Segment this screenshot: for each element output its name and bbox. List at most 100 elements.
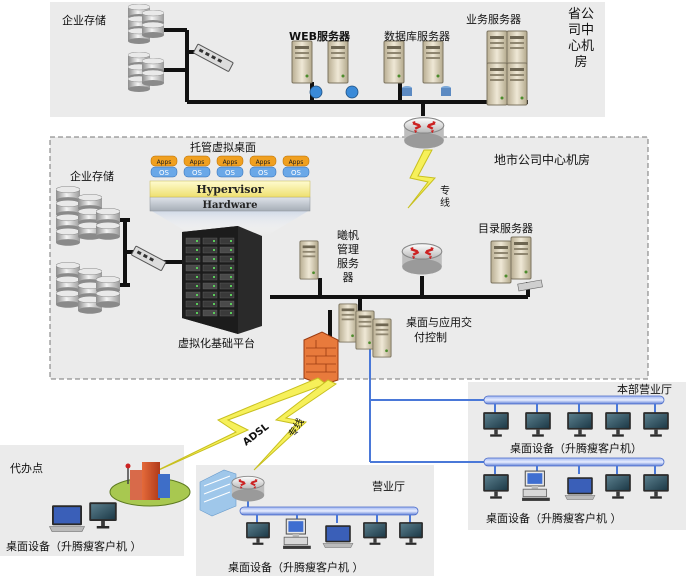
vm-apps-label: Apps	[190, 159, 205, 166]
xiyun-server-icon	[299, 240, 319, 280]
rack-led	[230, 258, 232, 260]
rack-led	[213, 294, 215, 296]
rack-slot	[185, 291, 201, 299]
rack-slot	[185, 246, 201, 254]
main-hall-lan-pipe-2	[483, 457, 665, 467]
rack-slot	[219, 255, 235, 263]
business-server-icon	[486, 30, 528, 106]
province-router-icon	[402, 116, 446, 150]
virtual-desktop-stack	[149, 180, 311, 235]
main-hall-title: 本部营业厅	[617, 383, 672, 396]
rack-slot	[219, 237, 235, 245]
rack-led	[213, 240, 215, 242]
directory-server-label: 目录服务器	[478, 222, 533, 235]
vm-os-tile	[183, 166, 211, 178]
rack-led	[230, 312, 232, 314]
hall-building-icon	[199, 469, 237, 517]
vm-apps-tile	[150, 155, 178, 167]
main-hall-lan-pipe-1	[483, 395, 665, 405]
hardware-label: Hardware	[203, 200, 258, 211]
rack-led	[230, 285, 232, 287]
main-hall-device-label-1: 桌面设备（升腾瘦客户机）	[510, 442, 642, 455]
database-server-label: 数据库服务器	[384, 30, 450, 43]
city-storage-label: 企业存储	[70, 170, 114, 183]
city-router-icon	[400, 242, 444, 276]
vm-apps-tile	[216, 155, 244, 167]
city-dedicated-line-label: 专线	[440, 186, 450, 209]
rack-slot	[185, 300, 201, 308]
virtualization-rack-icon	[182, 226, 262, 334]
agent-laptop-icon	[49, 504, 85, 532]
vm-os-label: OS	[225, 169, 236, 177]
web-server-label: WEB服务器	[289, 30, 351, 43]
rack-slot	[202, 273, 218, 281]
rack-led	[196, 294, 198, 296]
vm-apps-label: Apps	[157, 159, 172, 166]
vm-os-tile	[216, 166, 244, 178]
rack-led	[196, 276, 198, 278]
vm-os-tile	[150, 166, 178, 178]
rack-led	[230, 249, 232, 251]
platform-label: 虚拟化基础平台	[178, 337, 255, 350]
rack-led	[213, 303, 215, 305]
database-server-icon	[383, 40, 451, 96]
rack-slot	[202, 264, 218, 272]
xiyun-server-label: 曦帆管理服务器	[337, 229, 359, 284]
agent-building-icon	[109, 462, 191, 507]
vm-os-label: OS	[291, 169, 302, 177]
directory-server-icon	[490, 236, 543, 292]
rack-led	[213, 249, 215, 251]
rack-led	[196, 312, 198, 314]
business-server-label: 业务服务器	[466, 13, 521, 26]
hypervisor-label: Hypervisor	[196, 183, 263, 196]
rack-slot	[185, 282, 201, 290]
rack-slot	[219, 300, 235, 308]
lan-wires	[369, 340, 484, 463]
dedicated-line-bolt	[407, 149, 437, 209]
rack-slot	[219, 264, 235, 272]
city-switch-icon	[131, 245, 167, 271]
province-room-label: 省公司中心机房	[567, 7, 594, 70]
vm-os-tile	[249, 166, 277, 178]
rack-slot	[219, 282, 235, 290]
vm-apps-label: Apps	[289, 159, 304, 166]
vm-apps-tile	[249, 155, 277, 167]
vm-apps-tile	[183, 155, 211, 167]
province-storage-label: 企业存储	[62, 14, 106, 27]
rack-slot	[202, 309, 218, 317]
city-backbone	[115, 218, 530, 345]
rack-led	[230, 240, 232, 242]
city-room-label: 地市公司中心机房	[494, 153, 591, 167]
firewall-icon	[303, 331, 339, 386]
delivery-label-line-1: 桌面与应用交	[406, 316, 472, 329]
rack-led	[213, 312, 215, 314]
vm-apps-label: Apps	[256, 159, 271, 166]
rack-slot	[185, 309, 201, 317]
main-hall-device-label-2: 桌面设备（升腾瘦客户机 ）	[486, 512, 622, 525]
rack-slot	[202, 300, 218, 308]
rack-led	[213, 285, 215, 287]
vm-apps-tile	[282, 155, 310, 167]
hall-lan-pipe	[239, 506, 419, 516]
rack-led	[230, 276, 232, 278]
rack-slot	[219, 291, 235, 299]
vm-os-label: OS	[258, 169, 269, 177]
rack-led	[196, 240, 198, 242]
adsl-link-bolt	[149, 377, 328, 475]
rack-slot	[202, 282, 218, 290]
vm-os-label: OS	[192, 169, 203, 177]
rack-slot	[185, 264, 201, 272]
rack-slot	[185, 237, 201, 245]
agent-device-label: 桌面设备（升腾瘦客户机 ）	[6, 540, 142, 553]
hall-router-icon	[230, 475, 266, 503]
dedicated-link-bolt	[253, 379, 337, 471]
rack-led	[196, 249, 198, 251]
vm-os-tile	[282, 166, 310, 178]
rack-led	[230, 294, 232, 296]
rack-led	[196, 303, 198, 305]
rack-led	[213, 258, 215, 260]
rack-led	[230, 267, 232, 269]
web-server-icon	[291, 40, 359, 99]
hosted-desktop-label: 托管虚拟桌面	[190, 141, 256, 154]
